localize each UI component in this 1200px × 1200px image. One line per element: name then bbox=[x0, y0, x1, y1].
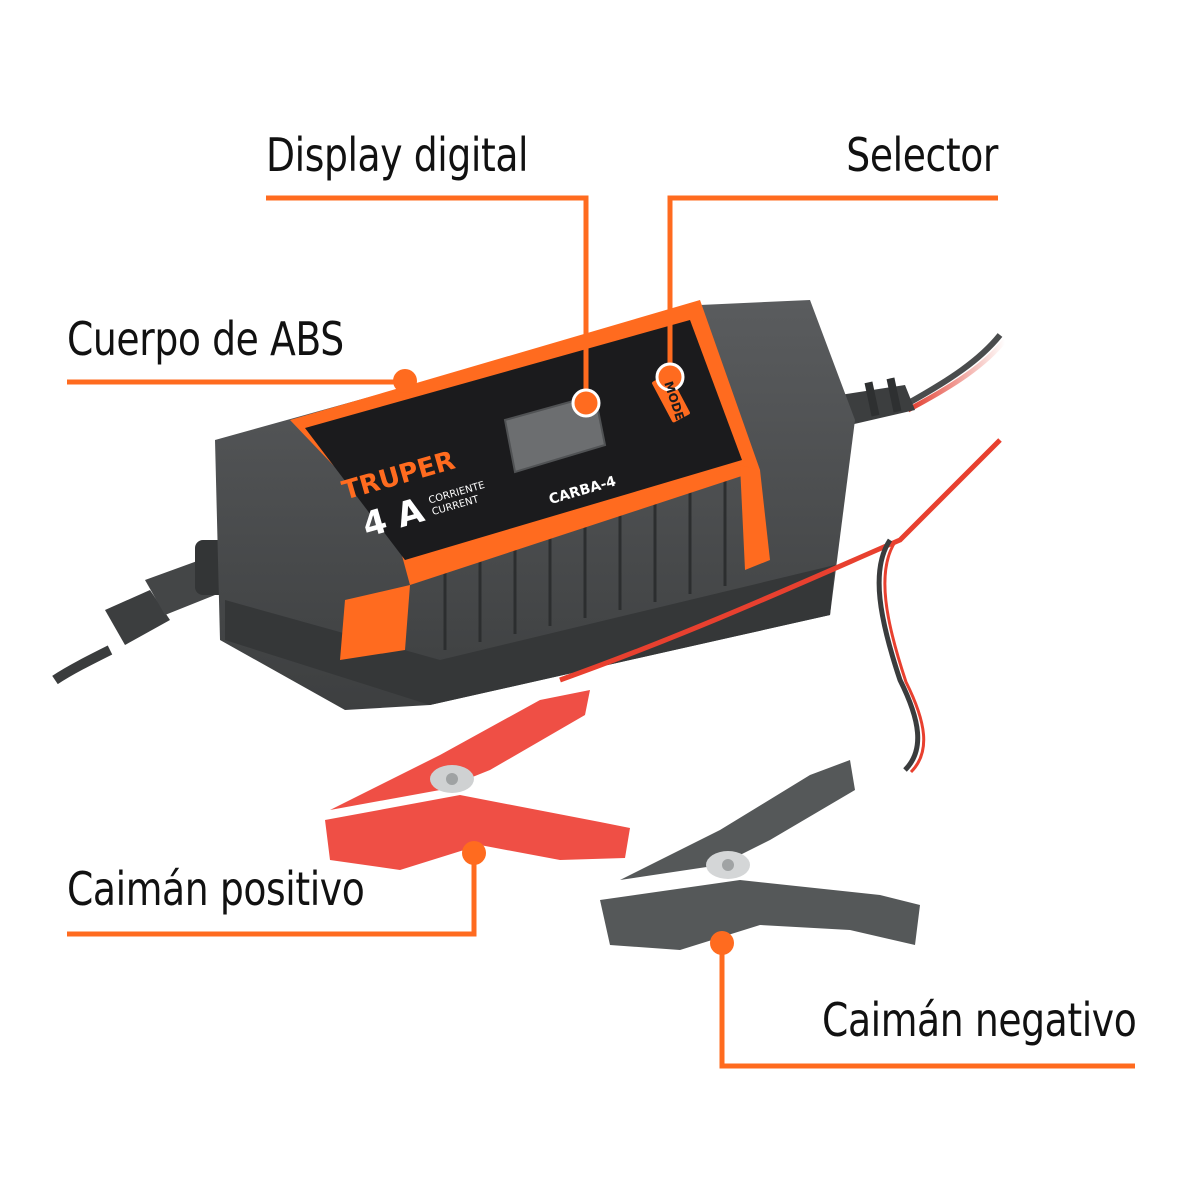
power-cable-right bbox=[840, 333, 1007, 425]
callout-lines bbox=[67, 195, 1135, 1069]
callout-abs-body: Cuerpo de ABS bbox=[67, 312, 344, 366]
callout-negative-clamp: Caimán negativo bbox=[821, 993, 1137, 1047]
positive-clamp[interactable] bbox=[325, 690, 630, 870]
callout-positive-clamp: Caimán positivo bbox=[67, 862, 365, 916]
charger-body[interactable] bbox=[215, 300, 855, 710]
callout-display-digital: Display digital bbox=[266, 128, 529, 182]
callout-dots bbox=[393, 362, 734, 955]
callout-selector: Selector bbox=[846, 128, 998, 182]
negative-clamp[interactable] bbox=[600, 760, 920, 950]
clamp-cables bbox=[559, 438, 1002, 774]
power-cable-left bbox=[52, 540, 235, 685]
